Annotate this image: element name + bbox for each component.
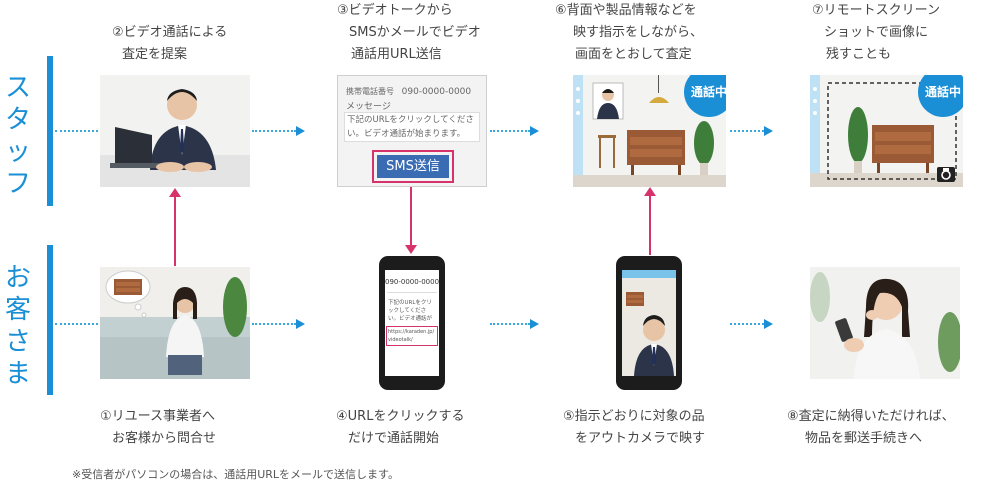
staff-label-text: スタッフ: [4, 73, 31, 199]
arrow-customer-to-staff-line: [174, 196, 176, 266]
staff-video-call-screen: 通話中: [573, 75, 726, 187]
remote-screenshot-screen: 通話中: [810, 75, 963, 187]
arrow-phone-to-staff-line: [649, 195, 651, 255]
step8-caption: ⑧査定に納得いただければ、物品を郵送手続きへ: [787, 409, 955, 446]
staff-flow-line-2: [252, 130, 296, 132]
customer-flow-arrow-4: [764, 319, 773, 329]
phone-number-value[interactable]: 090-0000-0000: [401, 87, 472, 97]
step6-caption: ⑥背面や製品情報などを映す指示をしながら、画面をとおして査定: [555, 3, 704, 62]
staff-at-laptop-photo: [100, 75, 250, 187]
staff-flow-arrow-3: [530, 126, 539, 136]
customer-satisfied-photo: [810, 267, 960, 379]
sms-send-button-frame: [372, 150, 454, 183]
step2-caption: ②ビデオ通話による査定を提案: [112, 25, 228, 62]
on-call-badge-2: 通話中: [918, 75, 963, 117]
customer-flow-arrow-2: [296, 319, 305, 329]
step5-caption: ⑤指示どおりに対象の品をアウトカメラで映す: [563, 409, 706, 446]
phone-number-display: 090-0000-0000: [385, 278, 439, 286]
customer-flow-line-1: [55, 323, 98, 325]
phone-sms-message: 下記のURLをクリックしてください。ビデオ通話が始まります。: [388, 300, 433, 322]
phone-number-label: 携帯電話番号: [346, 87, 394, 96]
arrow-phone-to-staff-head: [644, 187, 656, 196]
staff-flow-arrow-2: [296, 126, 305, 136]
arrow-customer-to-staff-head: [169, 188, 181, 197]
phone-sms-received: 090-0000-0000 下記のURLをクリックしてください。ビデオ通話が始ま…: [379, 256, 445, 390]
staff-flow-line-4: [730, 130, 764, 132]
customer-row-bar: [47, 245, 53, 395]
step1-caption: ①リユース事業者へお客様から問合せ: [100, 409, 217, 446]
customer-row-label: お客さま: [2, 262, 34, 390]
customer-flow-line-4: [730, 323, 764, 325]
customer-label-text: お客さま: [4, 263, 31, 389]
sms-send-panel: 携帯電話番号 090-0000-0000 メッセージ 下記のURLをクリックして…: [337, 75, 487, 187]
staff-flow-line-3: [490, 130, 530, 132]
customer-flow-line-3: [490, 323, 530, 325]
customer-flow-arrow-3: [530, 319, 539, 329]
customer-flow-line-2: [252, 323, 296, 325]
message-label: メッセージ: [346, 102, 391, 112]
customer-on-couch-photo: [100, 267, 250, 379]
staff-flow-arrow-4: [764, 126, 773, 136]
phone-video-call: [616, 256, 682, 390]
staff-flow-line-1: [55, 130, 98, 132]
staff-row-label: スタッフ: [2, 72, 34, 200]
step4-caption: ④URLをクリックするだけで通話開始: [336, 409, 465, 446]
footnote: ※受信者がパソコンの場合は、通話用URLをメールで送信します。: [72, 468, 399, 481]
staff-row-bar: [47, 56, 53, 206]
on-call-badge-1: 通話中: [684, 75, 726, 117]
camera-icon[interactable]: [937, 167, 955, 182]
arrow-sms-to-phone-head: [405, 245, 417, 254]
message-textarea[interactable]: 下記のURLをクリックしてください。ビデオ通話が始まります。: [344, 112, 480, 142]
arrow-sms-to-phone-line: [410, 185, 412, 245]
step7-caption: ⑦リモートスクリーンショットで画像に残すことも: [812, 3, 941, 62]
phone-url-link[interactable]: https://karaden.jp/videotalk/: [386, 326, 438, 346]
sms-send-button[interactable]: SMS送信: [377, 155, 449, 178]
